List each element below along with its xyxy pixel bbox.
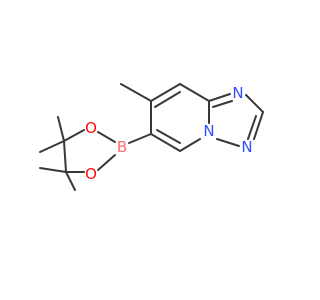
bond-c2-n-right-double [247,115,257,140]
bond-n-top-c2 [245,94,264,113]
bond-c7-c8 [150,83,181,102]
bond-c8a-n-top-double [212,100,233,108]
bond-me4 [65,171,76,191]
bond-c5-c6 [150,133,181,152]
atom-n-top: N [232,84,243,102]
bond-me2 [57,116,65,142]
bonds [39,83,264,191]
bond-c2-n-right [253,111,264,140]
bond-me3 [39,167,67,173]
bond-b-o-bottom [97,154,116,171]
bond-c5-c6-double [156,129,181,144]
bond-me1 [39,140,65,153]
bond-c8a-n-top [208,93,231,102]
bond-c-c [63,140,67,173]
bond-b-o-top [97,131,116,143]
bond-n-right-n1 [216,138,240,147]
atom-boron: B [117,138,127,156]
bond-c7-c8-double [154,91,181,108]
bond-c6-b [128,133,152,144]
atom-n-right: N [241,138,252,156]
atom-o-bottom: O [85,165,97,183]
bond-n1-c5 [179,138,201,152]
atom-o-top: O [85,119,97,137]
atom-labels: N N N B O O [85,84,253,183]
bond-c8-c8a [179,83,210,102]
bond-methyl [120,83,152,102]
atom-n-bridge: N [203,122,214,140]
bond-o-top-c [63,129,85,142]
molecule-structure: N N N B O O [39,83,264,191]
